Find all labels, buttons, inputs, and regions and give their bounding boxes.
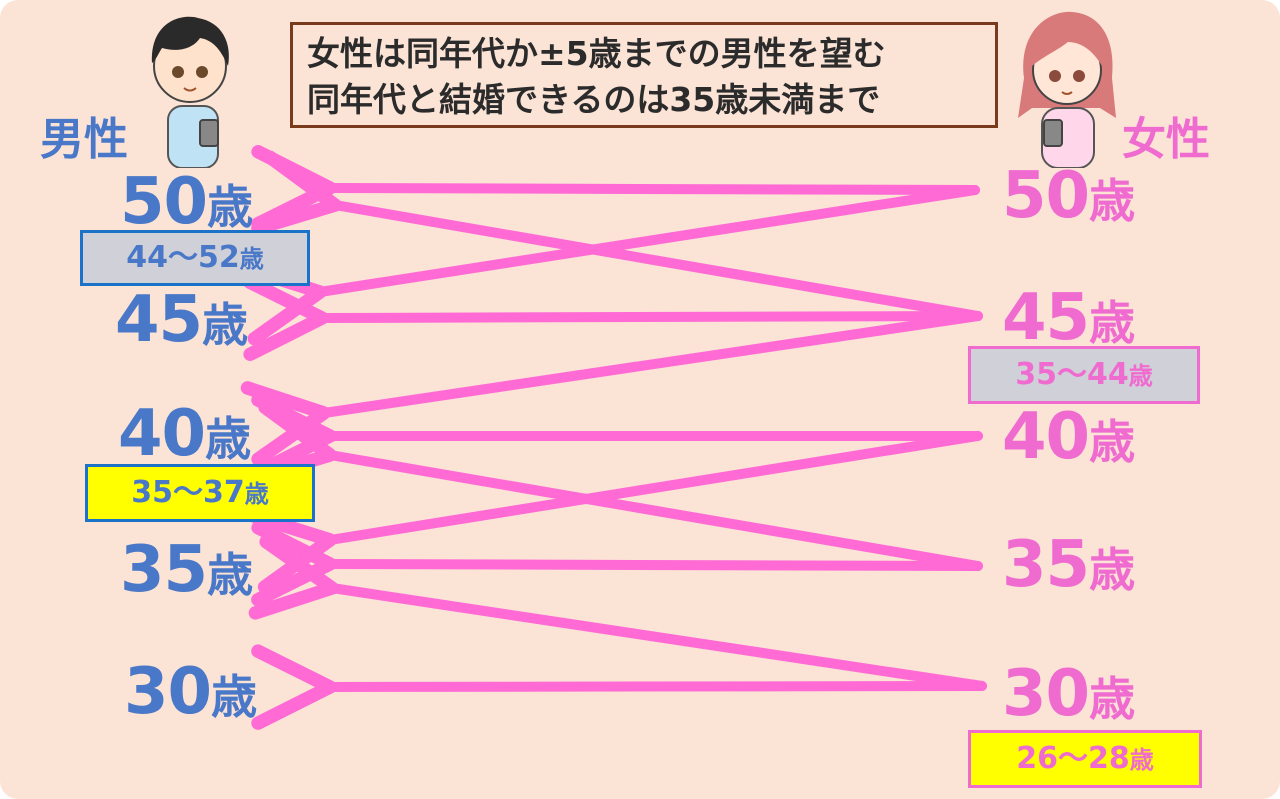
male-age-35-unit: 歳 xyxy=(207,548,253,602)
female-age-30: 30歳 xyxy=(1002,662,1135,731)
male-avatar-icon xyxy=(151,16,229,168)
male-label: 男性 xyxy=(40,114,128,165)
male-age-35-value: 35 xyxy=(120,533,208,607)
female-age-45-value: 45 xyxy=(1002,281,1090,355)
female-30-range-text: 26～28 xyxy=(1016,741,1130,776)
arrow-female-30-to-male-35 xyxy=(248,534,987,691)
arrow-female-40-to-male-35 xyxy=(246,431,983,594)
male-age-40: 40歳 xyxy=(118,402,251,471)
female-age-45: 45歳 xyxy=(1002,286,1135,355)
female-age-50-unit: 歳 xyxy=(1089,174,1135,228)
male-age-35: 35歳 xyxy=(120,538,253,607)
male-age-50-value: 50 xyxy=(120,165,208,239)
title-box: 女性は同年代か±5歳までの男性を望む 同年代と結婚できるのは35歳未満まで xyxy=(290,22,998,128)
female-age-40-value: 40 xyxy=(1002,400,1090,474)
female-age-30-unit: 歳 xyxy=(1089,672,1135,726)
arrow-female-45-to-male-40 xyxy=(240,311,983,466)
arrow-female-30-to-male-30 xyxy=(251,644,987,730)
female-age-35: 35歳 xyxy=(1002,533,1135,602)
title-line-1: 女性は同年代か±5歳までの男性を望む xyxy=(307,34,886,73)
female-age-45-unit: 歳 xyxy=(1089,296,1135,350)
male-age-40-value: 40 xyxy=(118,397,206,471)
female-30-range-badge: 26～28歳 xyxy=(968,730,1202,788)
female-age-35-unit: 歳 xyxy=(1089,543,1135,597)
arrow-female-35-to-male-35 xyxy=(251,521,983,607)
male-40-range-text: 35～37 xyxy=(131,475,245,510)
female-avatar-icon xyxy=(1018,11,1116,168)
female-45-range-text: 35～44 xyxy=(1015,357,1129,392)
arrow-female-50-to-male-50 xyxy=(251,145,980,231)
title-line-2: 同年代と結婚できるのは35歳未満まで xyxy=(307,80,881,119)
male-age-50: 50歳 xyxy=(120,170,253,239)
female-age-50: 50歳 xyxy=(1002,164,1135,233)
male-50-range-badge: 44～52歳 xyxy=(80,230,310,286)
male-age-45: 45歳 xyxy=(115,288,248,357)
female-45-range-badge: 35～44歳 xyxy=(968,346,1200,404)
male-age-30-unit: 歳 xyxy=(211,670,257,724)
arrow-female-45-to-male-50 xyxy=(251,150,983,321)
male-age-50-unit: 歳 xyxy=(207,180,253,234)
female-age-30-value: 30 xyxy=(1002,657,1090,731)
male-50-range-text: 44～52 xyxy=(126,240,240,275)
female-age-40: 40歳 xyxy=(1002,405,1135,474)
arrow-female-35-to-male-40 xyxy=(246,400,983,571)
male-age-45-unit: 歳 xyxy=(202,298,248,352)
female-label: 女性 xyxy=(1122,114,1210,165)
female-age-40-unit: 歳 xyxy=(1089,415,1135,469)
female-age-50-value: 50 xyxy=(1002,159,1090,233)
female-45-range-unit: 歳 xyxy=(1128,362,1153,390)
male-40-range-unit: 歳 xyxy=(244,480,269,508)
male-age-40-unit: 歳 xyxy=(205,412,251,466)
female-30-range-unit: 歳 xyxy=(1129,746,1154,774)
arrow-female-45-to-male-45 xyxy=(243,275,983,361)
female-age-35-value: 35 xyxy=(1002,528,1090,602)
male-age-30-value: 30 xyxy=(124,655,212,729)
male-50-range-unit: 歳 xyxy=(239,245,264,273)
male-age-45-value: 45 xyxy=(115,283,203,357)
male-40-range-badge: 35～37歳 xyxy=(85,464,315,522)
male-age-30: 30歳 xyxy=(124,660,257,729)
arrow-female-50-to-male-45 xyxy=(236,185,980,346)
